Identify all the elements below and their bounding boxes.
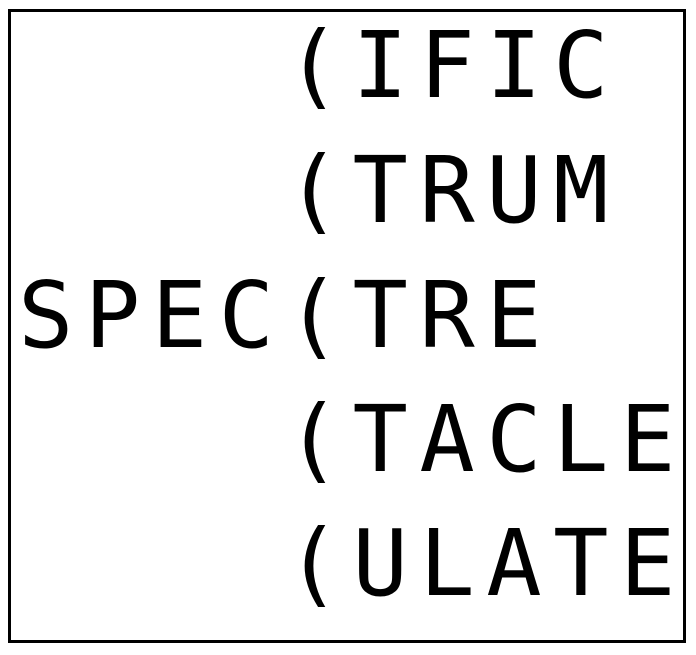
puzzle-line-speculate: (ULATE ) <box>285 510 687 617</box>
puzzle-line-spectacle: (TACLE ) <box>285 386 687 493</box>
puzzle-line-spectrum: (TRUM ) <box>285 137 620 244</box>
puzzle-line-spectre: SPEC(TRE ) <box>18 262 554 369</box>
border-frame <box>8 9 686 643</box>
puzzle-line-specific: (IFIC ) <box>285 12 620 119</box>
